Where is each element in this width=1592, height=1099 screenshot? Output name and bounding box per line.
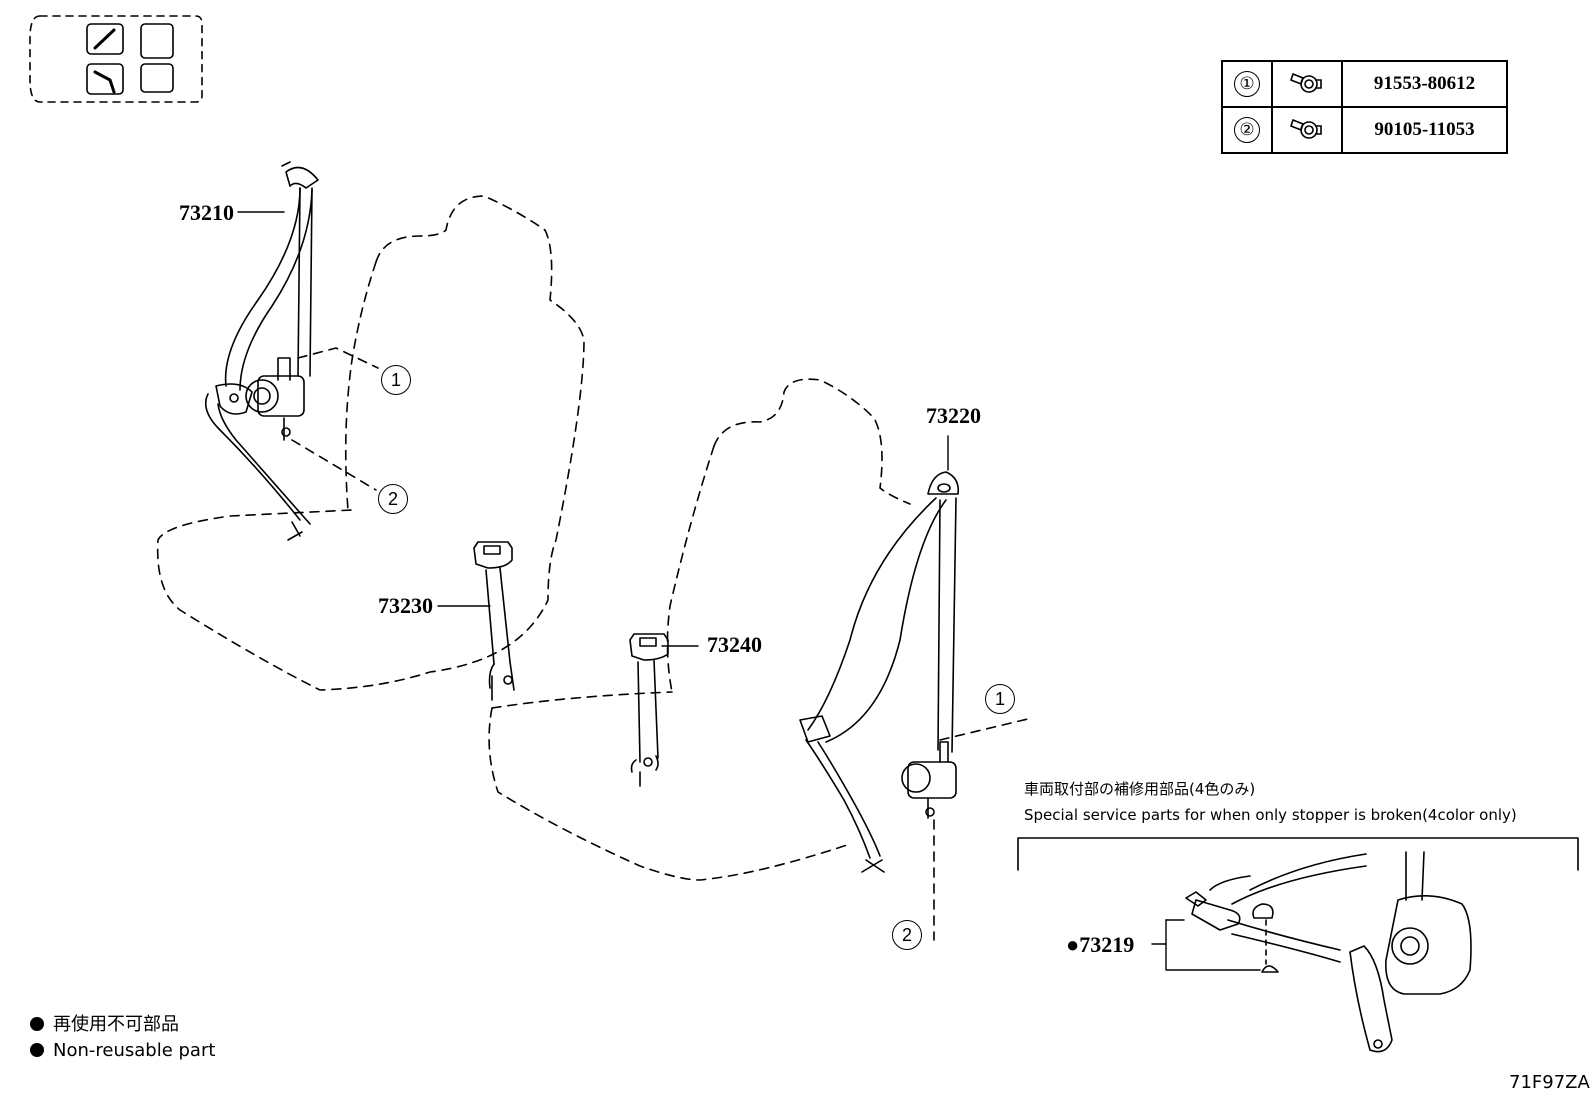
fastener-marker-2-left: 2 xyxy=(378,484,408,514)
non-reusable-dot-icon xyxy=(30,1017,44,1031)
callout-73220: 73220 xyxy=(926,403,981,428)
fastener-ref: ② xyxy=(1234,117,1260,143)
fastener-marker-1-left: 1 xyxy=(381,365,411,395)
fastener-row: ② 90105-11053 xyxy=(1221,106,1508,154)
fastener-marker-2-right: 2 xyxy=(892,920,922,950)
callout-73210: 73210 xyxy=(179,200,234,225)
fastener-part-number: 90105-11053 xyxy=(1341,106,1508,154)
legend-jp: 再使用不可部品 xyxy=(30,1016,179,1034)
bolt-icon xyxy=(1290,72,1322,93)
right-buckle-73240 xyxy=(629,633,669,787)
left-seat-belt-73210 xyxy=(204,161,319,541)
legend-en: Non-reusable part xyxy=(30,1042,215,1060)
fastener-ref: ① xyxy=(1234,71,1260,97)
bolt-icon xyxy=(1290,118,1322,139)
service-note-jp: 車両取付部の補修用部品(4色のみ) xyxy=(1024,780,1256,798)
callout-73219: ●73219 xyxy=(1066,932,1135,957)
non-reusable-dot-icon xyxy=(30,1043,44,1057)
fastener-table: ① 91553-80612 ② 90105-11053 xyxy=(1221,60,1508,154)
right-seat-outline xyxy=(488,378,1033,941)
callout-73240: 73240 xyxy=(707,632,762,657)
service-parts-detail xyxy=(1017,837,1579,1053)
figure-code: 71F97ZA xyxy=(1509,1072,1590,1093)
service-note-en: Special service parts for when only stop… xyxy=(1024,806,1517,824)
left-buckle-73230 xyxy=(473,541,515,701)
leader-lines xyxy=(237,211,1261,971)
vehicle-locator-icon xyxy=(29,15,203,103)
fastener-part-number: 91553-80612 xyxy=(1341,60,1508,108)
fastener-row: ① 91553-80612 xyxy=(1221,60,1508,108)
fastener-marker-1-right: 1 xyxy=(985,684,1015,714)
right-seat-belt-73220 xyxy=(799,471,960,873)
callout-73230: 73230 xyxy=(378,593,433,618)
left-seat-outline xyxy=(156,195,585,691)
